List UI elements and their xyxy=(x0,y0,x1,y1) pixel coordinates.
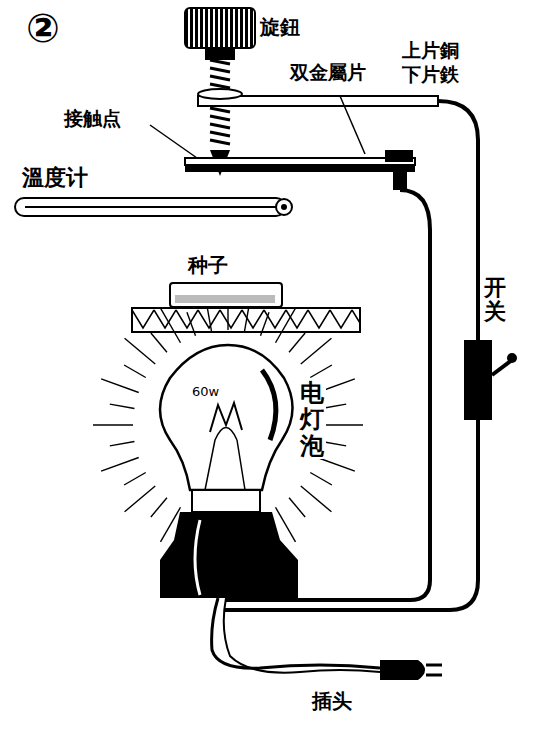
part-label: 插头 xyxy=(310,690,354,712)
part-label: 上片銅 xyxy=(400,40,461,61)
part-label: 接触点 xyxy=(62,108,123,129)
part-label: 旋鈕 xyxy=(258,16,302,38)
part-label: 开关 xyxy=(482,276,508,324)
part-label: 双金屬片 xyxy=(288,62,368,83)
part-label: 种子 xyxy=(186,254,230,276)
part-label: 下片鉄 xyxy=(400,64,461,85)
wattage-label: 60w xyxy=(190,385,221,399)
part-label: 溫度计 xyxy=(20,166,90,190)
part-label: 电灯泡 xyxy=(298,380,326,459)
callout-number: ② xyxy=(24,6,62,50)
